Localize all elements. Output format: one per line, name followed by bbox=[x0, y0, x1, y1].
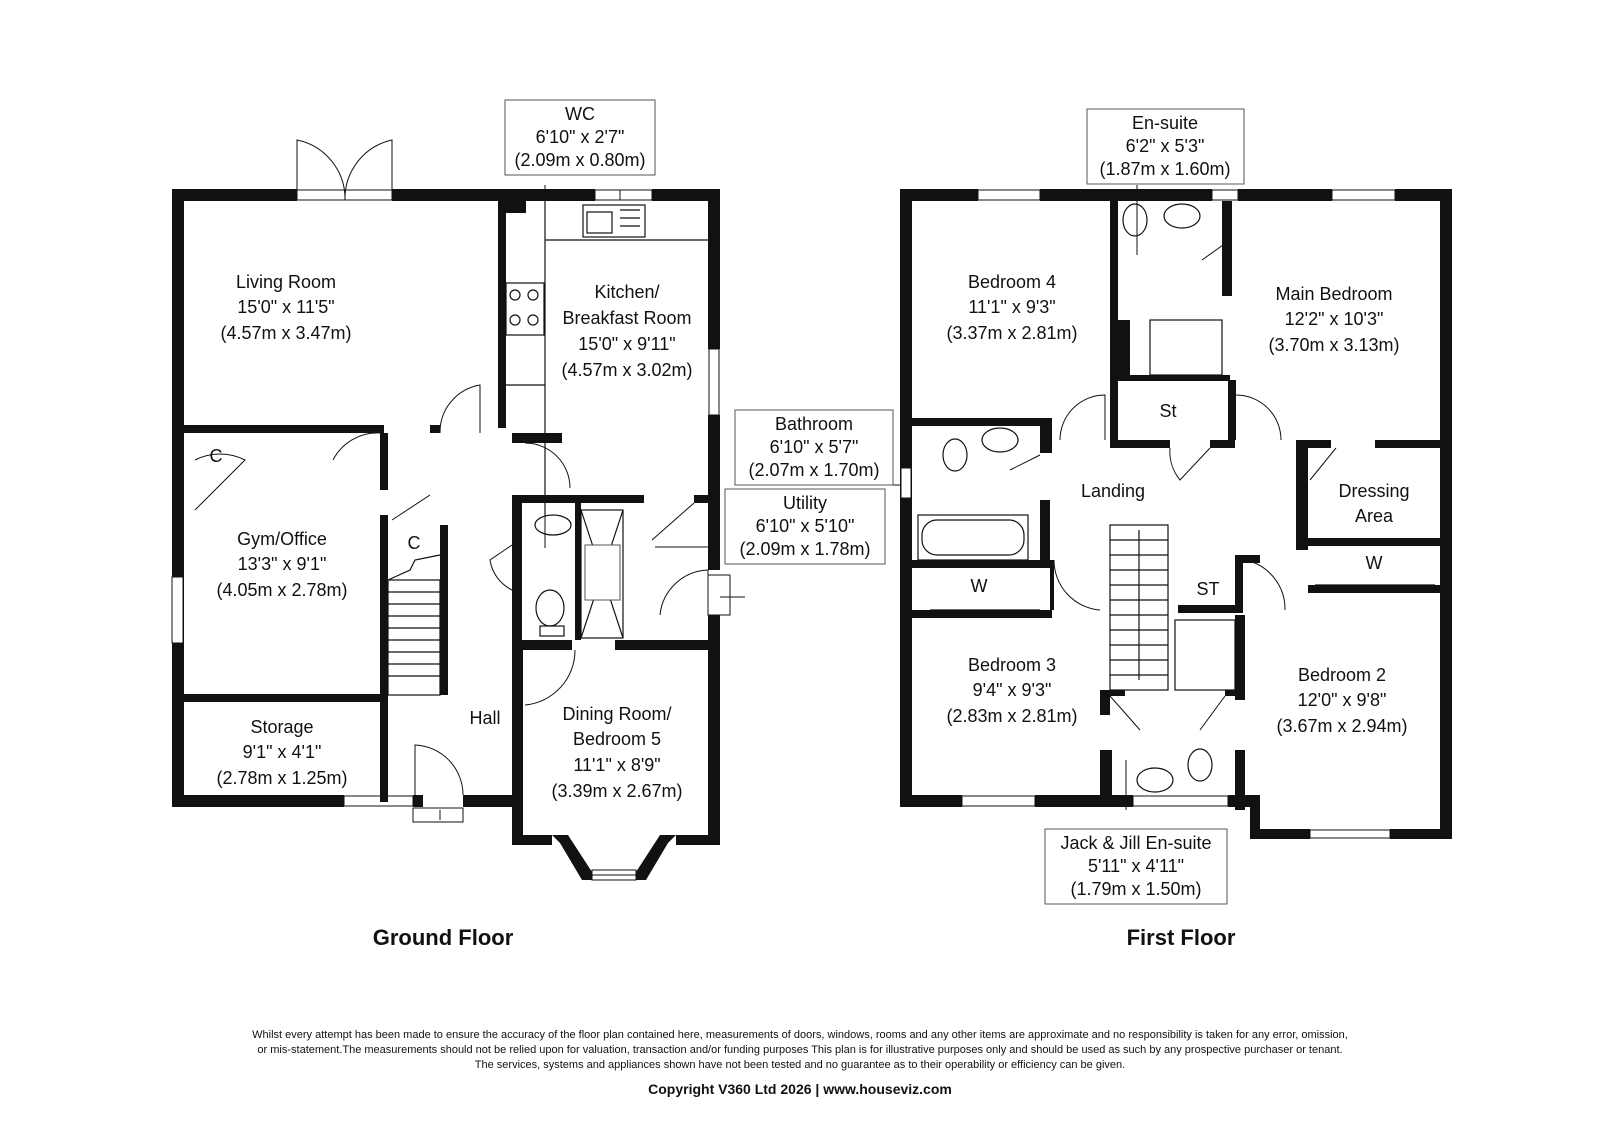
first-floor-plan bbox=[900, 185, 1452, 839]
label-store: St bbox=[1159, 401, 1176, 421]
svg-text:Gym/Office: Gym/Office bbox=[237, 529, 327, 549]
svg-text:Storage: Storage bbox=[250, 717, 313, 737]
svg-text:Jack & Jill En-suite: Jack & Jill En-suite bbox=[1060, 833, 1211, 853]
svg-text:(4.05m x 2.78m): (4.05m x 2.78m) bbox=[216, 580, 347, 600]
label-main-bedroom: Main Bedroom 12'2" x 10'3" (3.70m x 3.13… bbox=[1268, 284, 1399, 355]
svg-text:6'10" x 2'7": 6'10" x 2'7" bbox=[536, 127, 625, 147]
svg-text:6'10" x 5'7": 6'10" x 5'7" bbox=[770, 437, 859, 457]
disclaimer: Whilst every attempt has been made to en… bbox=[120, 1028, 1480, 1073]
svg-text:12'2" x 10'3": 12'2" x 10'3" bbox=[1285, 309, 1384, 329]
svg-text:Dressing: Dressing bbox=[1338, 481, 1409, 501]
svg-text:11'1" x 9'3": 11'1" x 9'3" bbox=[968, 297, 1055, 317]
svg-text:Bedroom 2: Bedroom 2 bbox=[1298, 665, 1386, 685]
svg-text:(4.57m x 3.02m): (4.57m x 3.02m) bbox=[561, 360, 692, 380]
svg-text:5'11" x 4'11": 5'11" x 4'11" bbox=[1088, 856, 1184, 876]
svg-text:(4.57m x 3.47m): (4.57m x 3.47m) bbox=[220, 323, 351, 343]
svg-text:9'4" x 9'3": 9'4" x 9'3" bbox=[973, 680, 1052, 700]
label-wc: WC 6'10" x 2'7" (2.09m x 0.80m) bbox=[504, 99, 656, 176]
svg-text:15'0" x 11'5": 15'0" x 11'5" bbox=[237, 297, 334, 317]
svg-text:(2.07m x 1.70m): (2.07m x 1.70m) bbox=[748, 460, 879, 480]
svg-text:(2.78m x 1.25m): (2.78m x 1.25m) bbox=[216, 768, 347, 788]
svg-text:Breakfast Room: Breakfast Room bbox=[562, 308, 691, 328]
label-living-room: Living Room 15'0" x 11'5" (4.57m x 3.47m… bbox=[220, 272, 351, 343]
label-store-2: ST bbox=[1196, 579, 1219, 599]
svg-text:6'10" x 5'10": 6'10" x 5'10" bbox=[756, 516, 855, 536]
svg-text:(2.83m x 2.81m): (2.83m x 2.81m) bbox=[946, 706, 1077, 726]
ground-floor-stairs bbox=[388, 591, 440, 677]
label-bathroom: Bathroom 6'10" x 5'7" (2.07m x 1.70m) bbox=[734, 409, 894, 486]
label-gym-office: Gym/Office 13'3" x 9'1" (4.05m x 2.78m) bbox=[216, 529, 347, 600]
label-utility: Utility 6'10" x 5'10" (2.09m x 1.78m) bbox=[724, 488, 886, 565]
label-dressing-area: Dressing Area bbox=[1338, 481, 1409, 526]
svg-text:WC: WC bbox=[565, 104, 595, 124]
ground-floor-plan bbox=[171, 139, 910, 881]
svg-text:15'0" x 9'11": 15'0" x 9'11" bbox=[578, 334, 675, 354]
label-wardrobe-2: W bbox=[1366, 553, 1383, 573]
floor-plan: Living Room 15'0" x 11'5" (4.57m x 3.47m… bbox=[171, 99, 1452, 950]
svg-text:Dining Room/: Dining Room/ bbox=[562, 704, 671, 724]
label-dining-room: Dining Room/ Bedroom 5 11'1" x 8'9" (3.3… bbox=[551, 704, 682, 801]
label-bedroom-3: Bedroom 3 9'4" x 9'3" (2.83m x 2.81m) bbox=[946, 655, 1077, 726]
svg-text:(3.37m x 2.81m): (3.37m x 2.81m) bbox=[946, 323, 1077, 343]
svg-text:Living Room: Living Room bbox=[236, 272, 336, 292]
svg-text:(3.70m x 3.13m): (3.70m x 3.13m) bbox=[1268, 335, 1399, 355]
label-hall: Hall bbox=[469, 708, 500, 728]
svg-text:(2.09m x 0.80m): (2.09m x 0.80m) bbox=[514, 150, 645, 170]
svg-text:Utility: Utility bbox=[783, 493, 827, 513]
label-wardrobe-1: W bbox=[971, 576, 988, 596]
svg-text:Bedroom 4: Bedroom 4 bbox=[968, 272, 1056, 292]
label-cupboard-1: C bbox=[210, 446, 223, 466]
label-bedroom-4: Bedroom 4 11'1" x 9'3" (3.37m x 2.81m) bbox=[946, 272, 1077, 343]
svg-text:Area: Area bbox=[1355, 506, 1394, 526]
svg-text:(2.09m x 1.78m): (2.09m x 1.78m) bbox=[739, 539, 870, 559]
label-bedroom-2: Bedroom 2 12'0" x 9'8" (3.67m x 2.94m) bbox=[1276, 665, 1407, 736]
svg-text:13'3" x 9'1": 13'3" x 9'1" bbox=[238, 554, 327, 574]
svg-text:Bedroom 5: Bedroom 5 bbox=[573, 729, 661, 749]
svg-text:(1.87m x 1.60m): (1.87m x 1.60m) bbox=[1099, 159, 1230, 179]
svg-text:Bathroom: Bathroom bbox=[775, 414, 853, 434]
label-kitchen: Kitchen/ Breakfast Room 15'0" x 9'11" (4… bbox=[561, 282, 692, 380]
svg-text:6'2" x 5'3": 6'2" x 5'3" bbox=[1126, 136, 1205, 156]
svg-text:Kitchen/: Kitchen/ bbox=[594, 282, 659, 302]
disclaimer-line: The services, systems and appliances sho… bbox=[474, 1059, 1126, 1071]
label-storage: Storage 9'1" x 4'1" (2.78m x 1.25m) bbox=[216, 717, 347, 788]
svg-text:11'1" x 8'9": 11'1" x 8'9" bbox=[573, 755, 660, 775]
label-landing: Landing bbox=[1081, 481, 1145, 501]
svg-text:En-suite: En-suite bbox=[1132, 113, 1198, 133]
svg-text:Bedroom 3: Bedroom 3 bbox=[968, 655, 1056, 675]
disclaimer-line: or mis-statement.The measurements should… bbox=[257, 1044, 1343, 1056]
first-floor-title: First Floor bbox=[1127, 925, 1236, 950]
label-cupboard-2: C bbox=[408, 533, 421, 553]
svg-text:12'0" x 9'8": 12'0" x 9'8" bbox=[1298, 690, 1387, 710]
disclaimer-line: Whilst every attempt has been made to en… bbox=[252, 1029, 1348, 1041]
svg-text:(1.79m x 1.50m): (1.79m x 1.50m) bbox=[1070, 879, 1201, 899]
copyright: Copyright V360 Ltd 2026 | www.houseviz.c… bbox=[648, 1081, 952, 1097]
svg-text:(3.39m x 2.67m): (3.39m x 2.67m) bbox=[551, 781, 682, 801]
svg-text:(3.67m x 2.94m): (3.67m x 2.94m) bbox=[1276, 716, 1407, 736]
svg-text:9'1" x 4'1": 9'1" x 4'1" bbox=[243, 742, 322, 762]
ground-floor-title: Ground Floor bbox=[373, 925, 514, 950]
svg-text:Main Bedroom: Main Bedroom bbox=[1275, 284, 1392, 304]
label-ensuite: En-suite 6'2" x 5'3" (1.87m x 1.60m) bbox=[1086, 108, 1245, 185]
label-jack-jill-ensuite: Jack & Jill En-suite 5'11" x 4'11" (1.79… bbox=[1044, 828, 1228, 905]
